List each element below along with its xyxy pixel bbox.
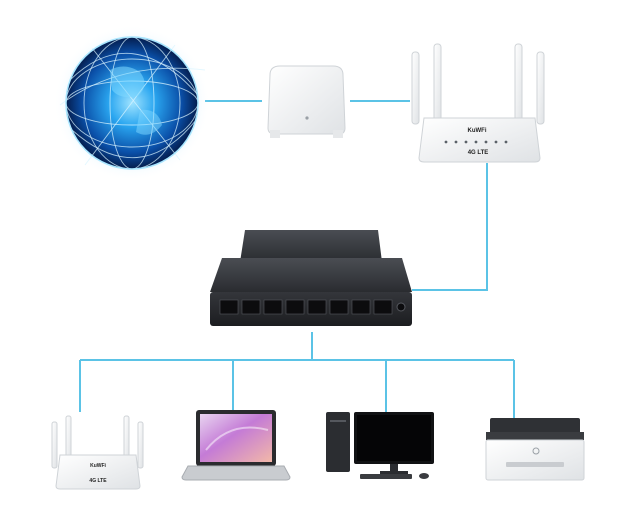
connection-lines (79, 100, 515, 418)
globe-icon (54, 25, 210, 181)
router-icon (51, 415, 144, 490)
access-point-icon (267, 65, 346, 138)
router-brand-label: KuWFi (468, 128, 487, 134)
client-router-badge-label: 4G LTE (89, 478, 107, 484)
link-router-to-switch (412, 163, 488, 291)
client-router-brand-label: KuWFi (90, 463, 106, 469)
laptop-icon (181, 410, 291, 481)
router-icon (411, 43, 545, 163)
client-router: KuWFi 4G LTE (51, 415, 144, 490)
router-badge-label: 4G LTE (468, 150, 489, 156)
network-switches (210, 230, 412, 326)
switch-icon (210, 258, 412, 326)
desktop-computer-icon (326, 412, 434, 479)
main-router: KuWFi 4G LTE (411, 43, 545, 163)
printer-icon (485, 418, 585, 481)
